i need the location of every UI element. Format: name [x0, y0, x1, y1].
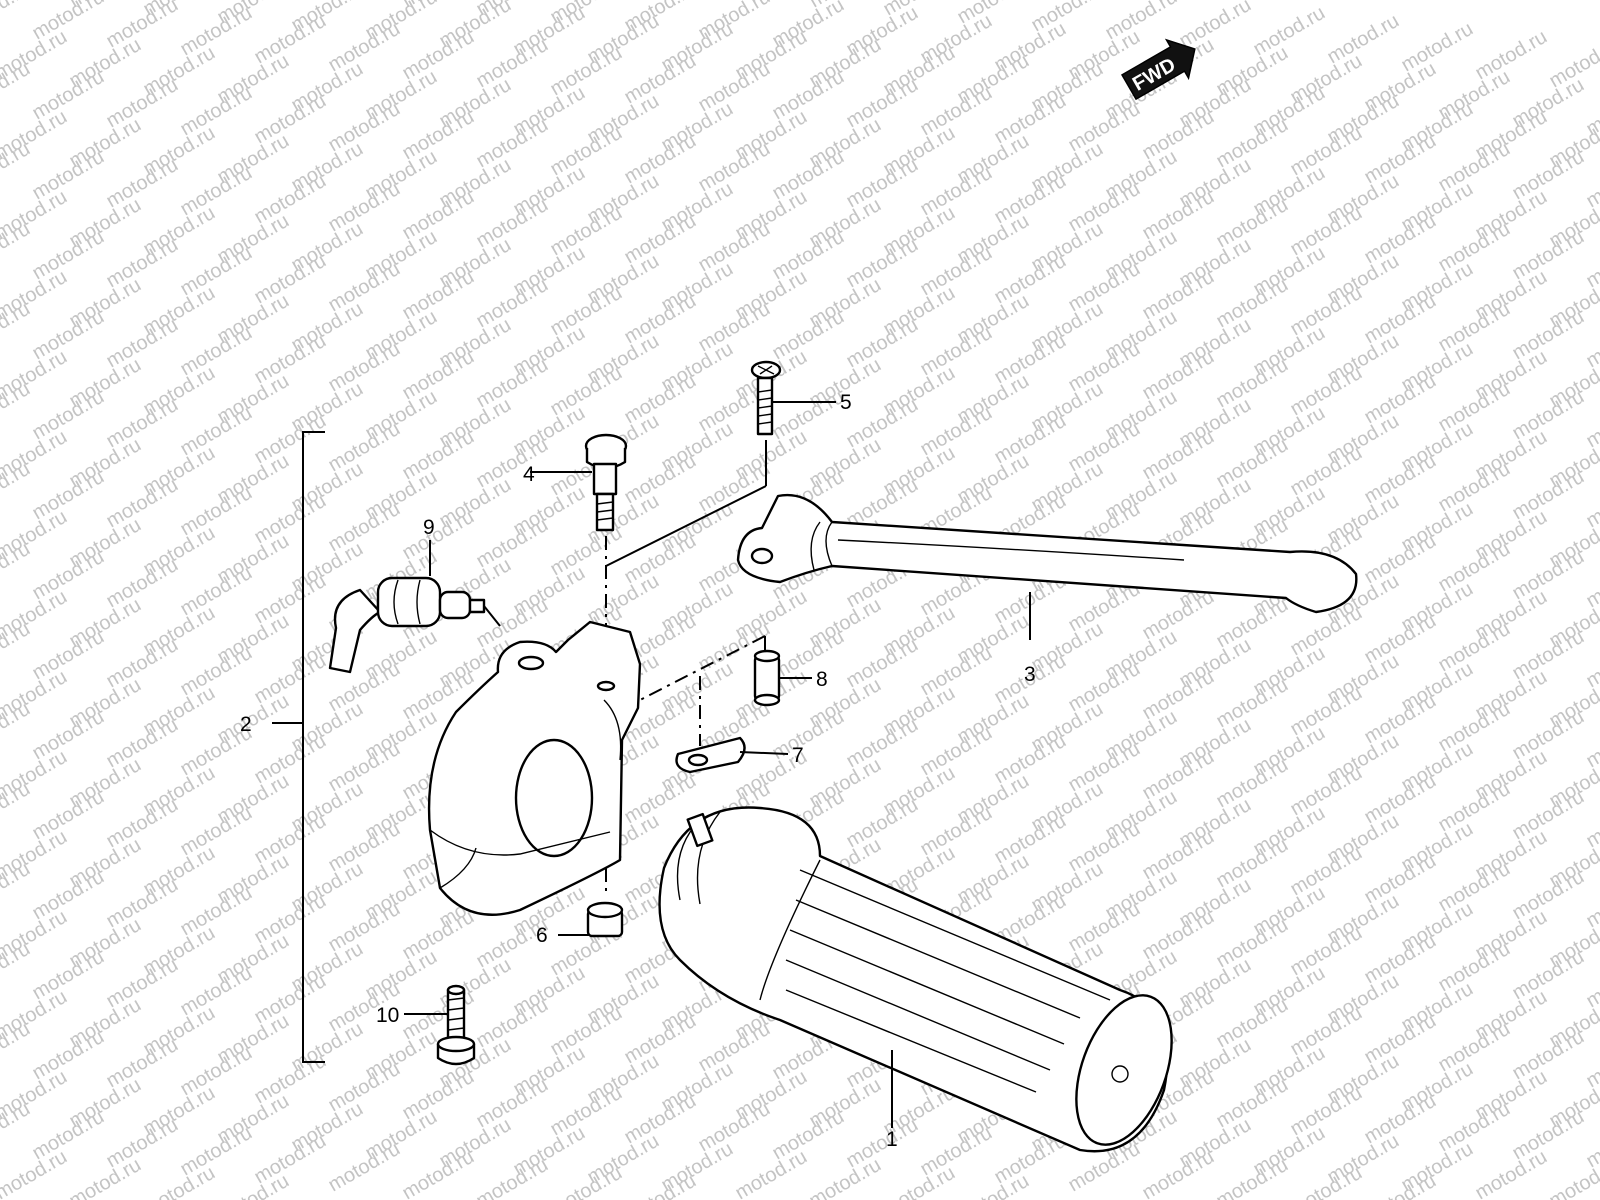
handlebar-grip-part — [658, 806, 1173, 1153]
assembly-bracket — [272, 431, 325, 1063]
watermark-text: motod.ru — [1472, 1146, 1551, 1200]
pivot-bolt-part — [584, 433, 628, 532]
watermark-text: motod.ru — [66, 1154, 145, 1200]
callout-3: 3 — [1024, 663, 1036, 686]
callout-7: 7 — [792, 744, 804, 767]
collar-part — [753, 649, 781, 707]
callout-5: 5 — [840, 391, 852, 414]
watermark-text: motod.ru — [1324, 10, 1403, 69]
watermark-text: motod.ru — [1250, 2, 1329, 61]
lever-holder-part — [427, 620, 642, 916]
watermark-text: motod.ru — [1472, 26, 1551, 85]
cable-tab-part — [675, 736, 746, 774]
watermark-text: motod.ru — [0, 0, 34, 36]
long-screw-part — [750, 360, 782, 436]
callout-9: 9 — [423, 516, 435, 539]
watermark-text: motod.ru — [732, 1146, 811, 1200]
clutch-lever-part — [736, 493, 1358, 614]
watermark-text: motod.ru — [1398, 18, 1477, 77]
callout-10: 10 — [376, 1004, 399, 1027]
watermark-text: motod.ru — [806, 1154, 885, 1200]
callout-8: 8 — [816, 668, 828, 691]
leader-lines — [404, 401, 1031, 1128]
nut-part — [586, 901, 624, 938]
watermark-text: motod.ru — [1361, 1170, 1440, 1200]
callout-6: 6 — [536, 924, 548, 947]
callout-2: 2 — [240, 713, 252, 736]
screw-part — [436, 984, 476, 1066]
callout-4: 4 — [523, 463, 535, 486]
fwd-direction-badge: FWD — [1120, 38, 1196, 101]
clutch-switch-part — [328, 576, 501, 674]
callout-1: 1 — [886, 1128, 898, 1151]
callout-labels: 1 2 3 4 5 6 7 8 9 10 — [240, 391, 1036, 1151]
watermark-text: motod.ru — [621, 1170, 700, 1200]
